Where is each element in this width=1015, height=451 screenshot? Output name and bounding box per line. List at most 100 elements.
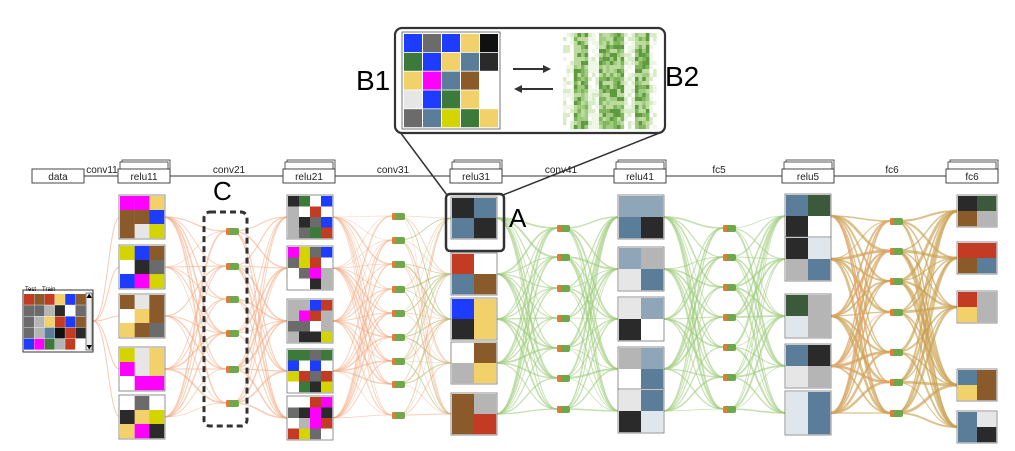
input-image-cell[interactable]	[44, 294, 55, 305]
conv21-node[interactable]	[226, 228, 239, 235]
layer-label-conv11[interactable]: conv11	[86, 165, 118, 176]
tab-train[interactable]: Train	[42, 287, 55, 293]
conv41-node[interactable]	[557, 406, 570, 413]
relu41-thumbnail[interactable]	[617, 346, 665, 392]
relu41-thumbnail[interactable]	[617, 246, 665, 292]
fc6-node[interactable]	[890, 248, 903, 255]
input-image-cell[interactable]	[65, 338, 76, 350]
input-image-cell[interactable]	[24, 327, 34, 339]
input-image-cell[interactable]	[44, 305, 55, 316]
conv31-node[interactable]	[392, 381, 405, 388]
conv41-node[interactable]	[557, 225, 570, 232]
relu11-thumbnail[interactable]	[118, 394, 166, 440]
input-image-cell[interactable]	[75, 327, 86, 339]
relu21-thumbnail[interactable]	[286, 194, 334, 240]
input-image-cell[interactable]	[65, 316, 76, 328]
relu31-thumbnail[interactable]	[450, 341, 498, 385]
conv41-node[interactable]	[557, 345, 570, 352]
input-image-cell[interactable]	[75, 294, 86, 305]
fc6-output-thumbnail[interactable]	[956, 368, 998, 402]
input-image-cell[interactable]	[44, 338, 55, 350]
conv21-node[interactable]	[226, 330, 239, 337]
relu21-thumbnail[interactable]	[286, 348, 334, 394]
input-image-cell[interactable]	[65, 305, 76, 316]
relu41-thumbnail[interactable]	[617, 194, 665, 240]
conv41-node[interactable]	[557, 315, 570, 322]
conv31-node[interactable]	[392, 334, 405, 341]
relu31-thumbnail[interactable]	[450, 297, 498, 341]
relu31-thumbnail[interactable]	[450, 252, 498, 296]
conv41-node[interactable]	[557, 254, 570, 261]
layer-label-relu21[interactable]: relu21	[282, 159, 336, 184]
input-image-cell[interactable]	[54, 338, 65, 350]
layer-label-conv31[interactable]: conv31	[377, 165, 410, 176]
fc6-node[interactable]	[890, 349, 903, 356]
input-image-cell[interactable]	[24, 305, 34, 316]
relu41-thumbnail[interactable]	[617, 388, 665, 434]
input-image-cell[interactable]	[34, 305, 45, 316]
conv21-node[interactable]	[226, 263, 239, 270]
input-image-cell[interactable]	[34, 338, 45, 350]
layer-label-conv21[interactable]: conv21	[213, 165, 246, 176]
conv31-node[interactable]	[392, 237, 405, 244]
input-image-cell[interactable]	[65, 327, 76, 339]
input-image-cell[interactable]	[24, 338, 34, 350]
layer-label-fc6[interactable]: fc6	[885, 165, 899, 176]
fc5-node[interactable]	[723, 284, 736, 291]
relu11-thumbnail[interactable]	[118, 194, 166, 240]
relu11-thumbnail[interactable]	[118, 244, 166, 290]
tab-test[interactable]: Test	[25, 287, 36, 293]
conv41-node[interactable]	[557, 285, 570, 292]
conv31-node[interactable]	[392, 286, 405, 293]
input-image-cell[interactable]	[75, 338, 86, 350]
conv21-node[interactable]	[226, 400, 239, 407]
fc5-node[interactable]	[723, 314, 736, 321]
conv31-node[interactable]	[392, 213, 405, 220]
input-image-cell[interactable]	[54, 316, 65, 328]
input-panel[interactable]: Test Train	[22, 287, 94, 353]
fc6-output-thumbnail[interactable]	[956, 290, 998, 324]
fc6-node[interactable]	[890, 278, 903, 285]
relu5-thumbnail[interactable]	[784, 343, 832, 389]
fc6-output-thumbnail[interactable]	[956, 241, 998, 275]
input-scrollbar[interactable]	[85, 292, 93, 351]
input-image-cell[interactable]	[24, 316, 34, 328]
scroll-down-icon[interactable]	[86, 345, 93, 350]
input-image-cell[interactable]	[44, 316, 55, 328]
input-image-cell[interactable]	[34, 327, 45, 339]
fc6-node[interactable]	[890, 410, 903, 417]
layer-label-relu11[interactable]: relu11	[117, 159, 171, 184]
fc5-node[interactable]	[723, 225, 736, 232]
conv21-node[interactable]	[226, 366, 239, 373]
input-image-cell[interactable]	[65, 294, 76, 305]
fc5-node[interactable]	[723, 344, 736, 351]
layer-label-fc5[interactable]: fc5	[712, 165, 726, 176]
relu11-thumbnail[interactable]	[118, 293, 166, 339]
fc6-node[interactable]	[890, 379, 903, 386]
fc5-node[interactable]	[723, 406, 736, 413]
input-image-cell[interactable]	[24, 294, 34, 305]
input-image-cell[interactable]	[54, 327, 65, 339]
relu5-thumbnail[interactable]	[784, 293, 832, 339]
relu31-thumbnail[interactable]	[450, 196, 498, 240]
fc6-output-thumbnail[interactable]	[956, 410, 998, 444]
relu21-thumbnail[interactable]	[286, 245, 334, 291]
relu5-thumbnail[interactable]	[784, 390, 832, 436]
layer-label-relu31[interactable]: relu31	[449, 159, 503, 184]
relu21-thumbnail[interactable]	[286, 298, 334, 344]
conv31-node[interactable]	[392, 358, 405, 365]
relu11-thumbnail[interactable]	[118, 346, 166, 392]
input-image-cell[interactable]	[75, 305, 86, 316]
layer-label-fc6b[interactable]: fc6	[945, 159, 999, 184]
input-image-cell[interactable]	[75, 316, 86, 328]
input-image-cell[interactable]	[34, 316, 45, 328]
input-image-cell[interactable]	[54, 305, 65, 316]
input-image-cell[interactable]	[34, 294, 45, 305]
input-image-cell[interactable]	[44, 327, 55, 339]
fc6-output-thumbnail[interactable]	[956, 194, 998, 228]
relu41-thumbnail[interactable]	[617, 296, 665, 342]
relu5-thumbnail[interactable]	[784, 193, 832, 239]
relu31-thumbnail[interactable]	[450, 392, 498, 436]
conv31-node[interactable]	[392, 412, 405, 419]
fc5-node[interactable]	[723, 254, 736, 261]
